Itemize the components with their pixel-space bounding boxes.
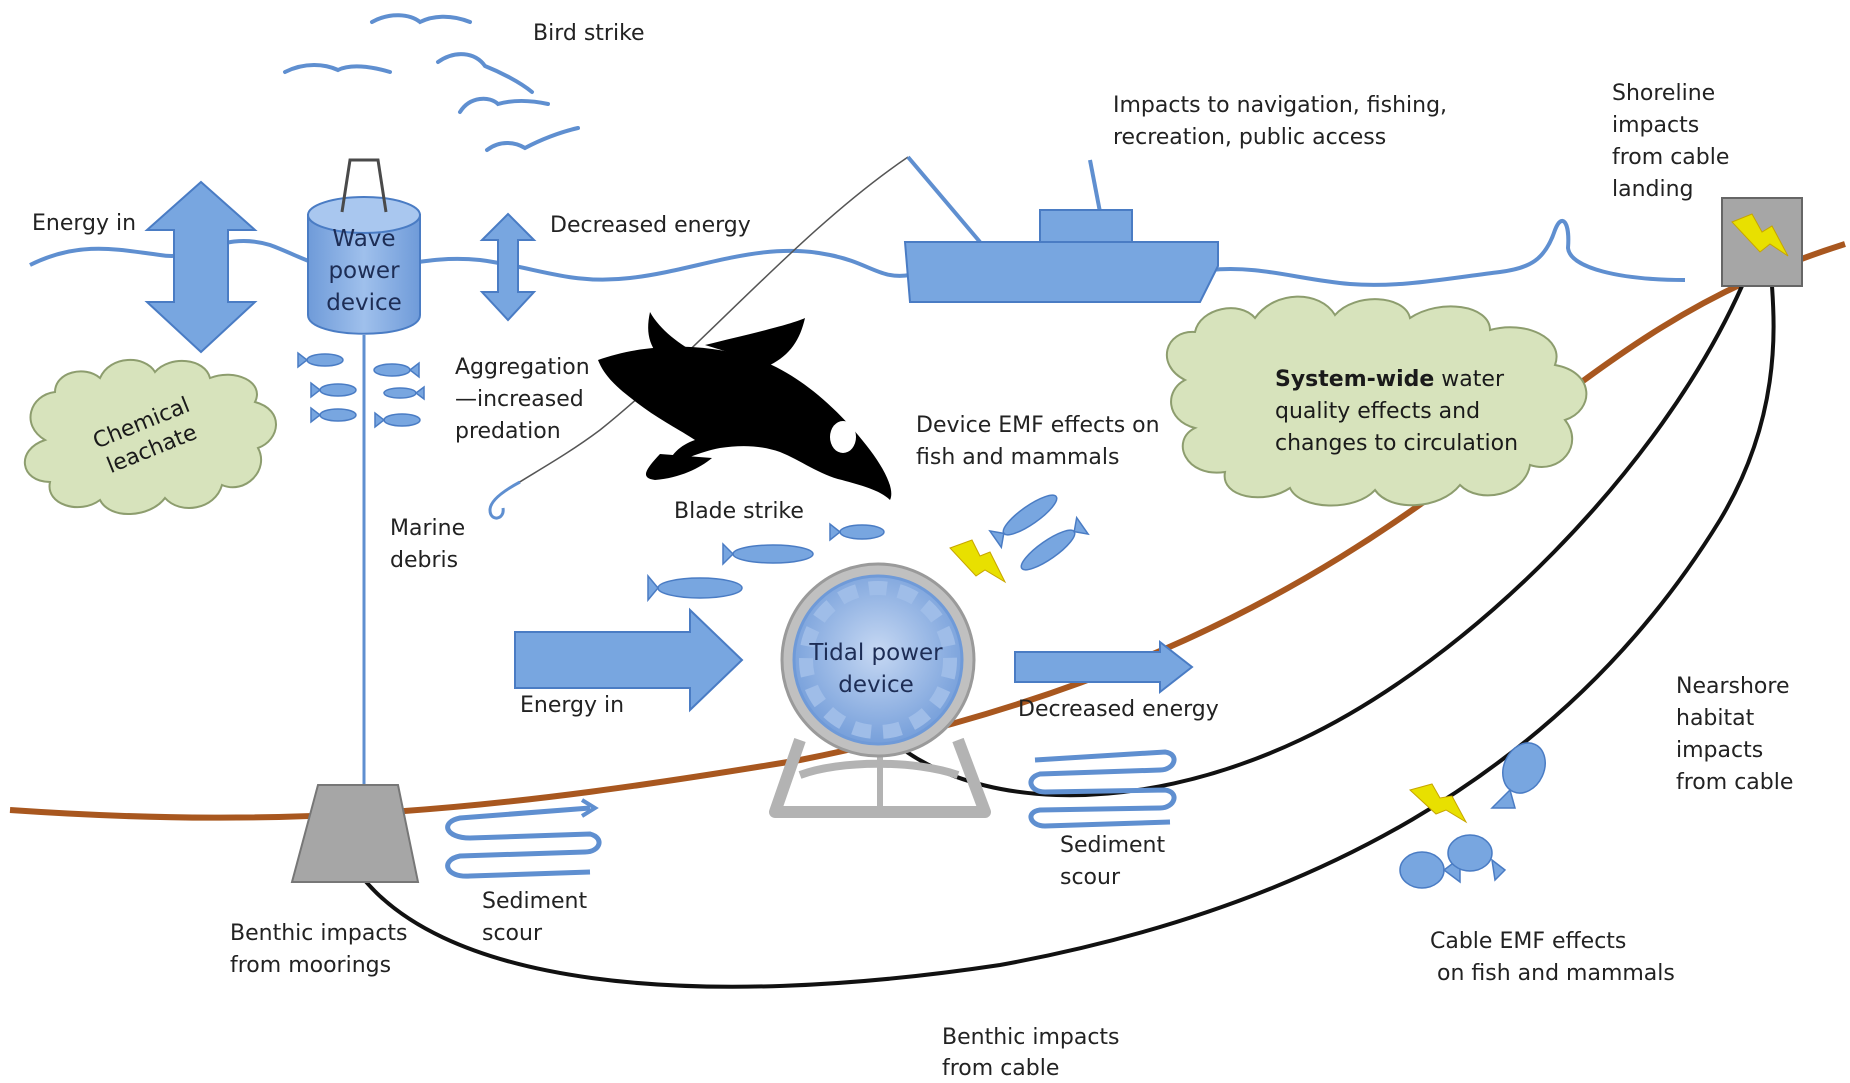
fish-icon — [1490, 742, 1546, 809]
bird-strike-label: Bird strike — [533, 21, 645, 46]
fish-icon — [373, 361, 420, 379]
cable-emf-label-1: Cable EMF effects — [1430, 929, 1626, 954]
aggregation-label-1: Aggregation — [455, 355, 590, 380]
birds — [283, 13, 580, 152]
boat — [903, 155, 1219, 303]
mooring-block — [290, 784, 420, 883]
cable-landing-box — [1721, 197, 1803, 287]
chemical-leachate-cloud — [24, 358, 277, 515]
decreased-energy-tidal-label: Decreased energy — [1018, 697, 1219, 722]
blade-strike-label: Blade strike — [674, 499, 804, 524]
marine-debris-label-1: Marine — [390, 516, 465, 541]
wave-device-label-3: device — [326, 290, 402, 316]
shoreline-label-4: landing — [1612, 177, 1694, 202]
sediment-scour-right — [1028, 749, 1177, 829]
device-emf-lightning-icon — [949, 539, 1007, 584]
navigation-label-2: recreation, public access — [1113, 125, 1386, 150]
hook-icon — [488, 480, 521, 520]
tidal-device-label-2: device — [838, 672, 914, 698]
system-wide-line1: System-wide water — [1275, 367, 1505, 392]
fish-icon — [310, 406, 357, 424]
bird — [436, 52, 534, 94]
bird — [370, 13, 472, 25]
sediment-right-label-1: Sediment — [1060, 833, 1165, 858]
energy-in-tidal-arrow — [514, 607, 744, 713]
sediment-left-label-1: Sediment — [482, 889, 587, 914]
nearshore-label-1: Nearshore — [1676, 674, 1789, 699]
orca-icon — [598, 312, 892, 500]
system-wide-line3: changes to circulation — [1275, 431, 1518, 456]
tidal-power-device — [769, 562, 991, 818]
bird — [485, 126, 580, 152]
nearshore-label-2: habitat — [1676, 706, 1755, 731]
bird — [458, 96, 550, 114]
wave-power-device — [307, 158, 421, 785]
cable-tidal — [878, 285, 1744, 798]
fish-icon — [647, 573, 743, 603]
water-surface — [29, 218, 1686, 287]
shoreline-label-1: Shoreline — [1612, 81, 1715, 106]
aggregation-label-2: —increased — [455, 387, 584, 412]
lightning-icon — [1731, 213, 1789, 257]
benthic-moorings-label-2: from moorings — [230, 953, 391, 978]
fish-school-tidal — [647, 494, 1090, 603]
fish-icon — [722, 542, 814, 566]
bird — [283, 63, 392, 74]
marine-debris-label-2: debris — [390, 548, 458, 573]
benthic-cable-label-1: Benthic impacts — [942, 1025, 1120, 1050]
sediment-left-label-2: scour — [482, 921, 543, 946]
benthic-moorings-label-1: Benthic impacts — [230, 921, 408, 946]
shoreline-label-2: impacts — [1612, 113, 1699, 138]
energy-in-tidal-label: Energy in — [520, 693, 624, 718]
shoreline-label-3: from cable — [1612, 145, 1729, 170]
cable-long — [348, 285, 1776, 989]
energy-in-wave-label: Energy in — [32, 211, 136, 236]
cable-emf-label-2: on fish and mammals — [1430, 961, 1675, 986]
fish-icon — [310, 381, 357, 399]
benthic-cable-label-2: from cable — [942, 1056, 1059, 1079]
cable-emf-lightning-icon — [1408, 783, 1468, 824]
tidal-device-label-1: Tidal power — [808, 640, 943, 666]
device-emf-label-2: fish and mammals — [916, 445, 1119, 470]
fish-icon — [1447, 834, 1507, 882]
energy-in-wave-arrow — [144, 180, 258, 354]
fish-icon — [829, 522, 885, 542]
sediment-right-label-2: scour — [1060, 865, 1121, 890]
sediment-scour-left — [445, 798, 602, 879]
wave-device-label-2: power — [328, 258, 400, 284]
navigation-label-1: Impacts to navigation, fishing, — [1113, 93, 1447, 118]
decreased-energy-wave-arrow — [479, 212, 537, 322]
wave-device-label-1: Wave — [332, 226, 395, 252]
device-emf-label-1: Device EMF effects on — [916, 413, 1160, 438]
fish-school-wave — [297, 351, 425, 429]
system-wide-line2: quality effects and — [1275, 399, 1480, 424]
fish-icon — [297, 351, 344, 369]
fish-icon — [1020, 515, 1090, 571]
system-wide-cloud — [1166, 295, 1588, 507]
cable-emf-fish — [1399, 742, 1546, 889]
nearshore-label-3: impacts — [1676, 738, 1763, 763]
fish-icon — [988, 494, 1058, 550]
aggregation-label-3: predation — [455, 419, 561, 444]
nearshore-label-4: from cable — [1676, 770, 1793, 795]
decreased-energy-wave-label: Decreased energy — [550, 213, 751, 238]
fish-icon — [383, 385, 425, 401]
fish-icon — [374, 411, 421, 429]
decreased-energy-tidal-arrow — [1014, 639, 1194, 695]
